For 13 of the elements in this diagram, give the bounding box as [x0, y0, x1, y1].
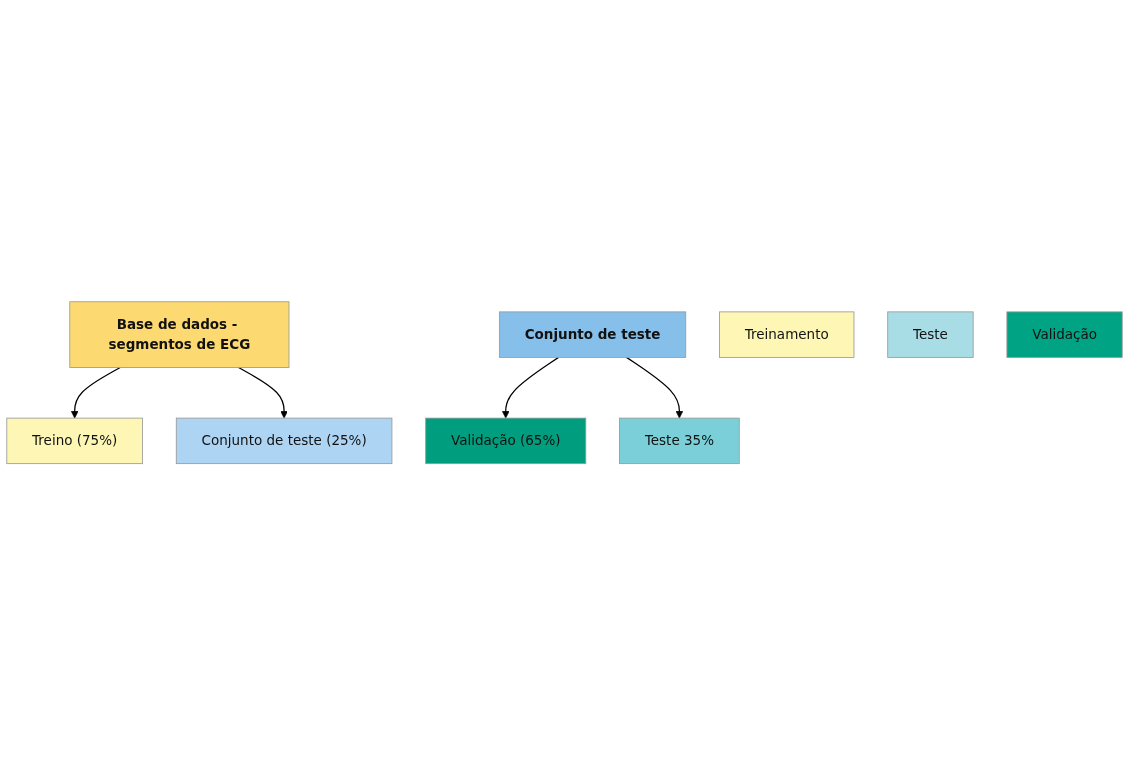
- node-box: Treinamento: [719, 311, 855, 358]
- arrow: [625, 356, 684, 419]
- node-box: Teste 35%: [619, 417, 740, 464]
- node-box: Teste: [887, 311, 974, 358]
- arrow: [502, 356, 560, 419]
- node-box: Validação (65%): [425, 417, 587, 464]
- node-box: Base de dados - segmentos de ECG: [69, 301, 290, 368]
- arrow: [237, 366, 288, 419]
- node-box: Treino (75%): [6, 417, 143, 464]
- node-box: Conjunto de teste (25%): [175, 417, 393, 464]
- arrow: [70, 366, 121, 419]
- node-box: Conjunto de teste: [498, 311, 687, 358]
- node-box: Validação: [1006, 311, 1123, 358]
